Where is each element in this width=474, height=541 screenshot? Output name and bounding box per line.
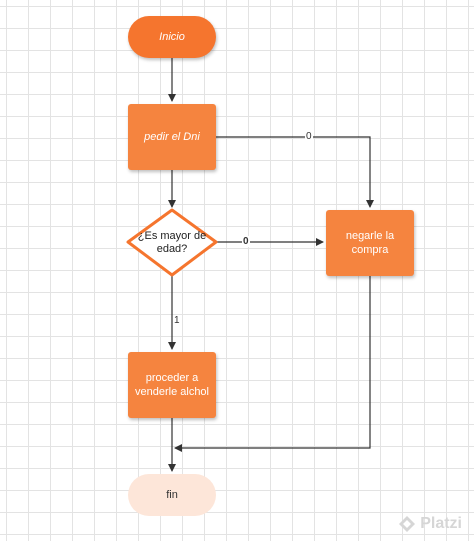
- edge-label-decision-yes: 1: [173, 315, 181, 326]
- ask-dni-process[interactable]: pedir el Dni: [128, 104, 216, 170]
- watermark-text: Platzi: [420, 515, 462, 532]
- sell-label: proceder a venderle alchol: [135, 372, 209, 398]
- end-label: fin: [166, 489, 178, 501]
- start-terminal[interactable]: Inicio: [128, 16, 216, 58]
- platzi-watermark: Platzi: [398, 515, 462, 533]
- ask-dni-label: pedir el Dni: [144, 131, 200, 143]
- deny-label: negarle la compra: [345, 230, 395, 256]
- platzi-logo-icon: [399, 516, 416, 532]
- decision-node[interactable]: ¿Es mayor de edad?: [136, 222, 208, 264]
- edge-deny-to-merge: [174, 276, 371, 452]
- end-terminal[interactable]: fin: [128, 474, 216, 516]
- decision-label: ¿Es mayor de edad?: [137, 230, 207, 255]
- deny-process[interactable]: negarle la compra: [326, 210, 414, 276]
- sell-process[interactable]: proceder a venderle alchol: [128, 352, 216, 418]
- edge-label-decision-no: 0: [242, 236, 250, 247]
- start-label: Inicio: [159, 31, 185, 43]
- decision-diamond: [126, 208, 218, 277]
- edge-ask-dni-to-deny: [216, 136, 374, 208]
- edge-label-dni-to-deny: 0: [305, 131, 313, 142]
